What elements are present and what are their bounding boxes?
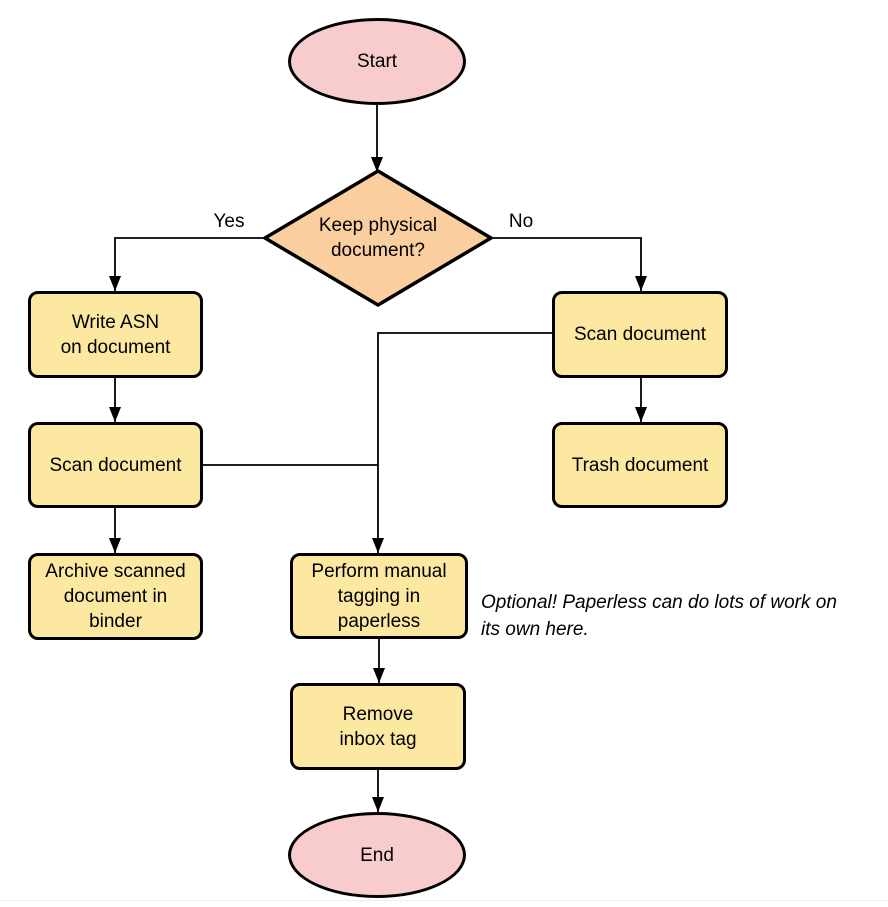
edge-decision-no-to-scan-right [490,237,647,291]
node-start: Start [288,18,466,105]
node-write-asn-label: Write ASN on document [60,311,171,358]
node-decision-label: Keep physical document? [318,215,438,261]
node-archive-label: Archive scanned document in binder [45,561,186,632]
decision-diamond-shape [263,169,493,307]
node-tagging-label: Perform manual tagging in paperless [311,560,447,632]
node-scan-right-label: Scan document [573,324,707,345]
node-end-label: End [360,844,394,866]
bottom-divider-line [0,900,888,901]
node-scan-document-right: Scan document [552,291,728,378]
node-scan-document-left: Scan document [28,422,203,508]
node-write-asn-on-document: Write ASN on document [28,291,203,378]
node-remove-inbox-tag: Remove inbox tag [290,683,466,770]
optional-note-text: Optional! Paperless can do lots of work … [481,592,837,640]
node-archive-scanned-document: Archive scanned document in binder [28,553,203,640]
edge-label-yes: Yes [213,211,245,232]
edge-label-no: No [508,211,534,232]
node-remove-label: Remove inbox tag [339,703,417,750]
node-perform-manual-tagging: Perform manual tagging in paperless [290,553,468,639]
node-decision: Keep physical document? [283,207,473,269]
node-trash-label: Trash document [571,454,709,476]
edge-scan-right-to-tagging [372,332,552,553]
edge-decision-yes-to-write-asn [109,237,264,291]
node-scan-left-label: Scan document [49,454,182,476]
node-end: End [288,812,466,898]
node-trash-document: Trash document [552,422,728,508]
node-start-label: Start [356,51,398,72]
